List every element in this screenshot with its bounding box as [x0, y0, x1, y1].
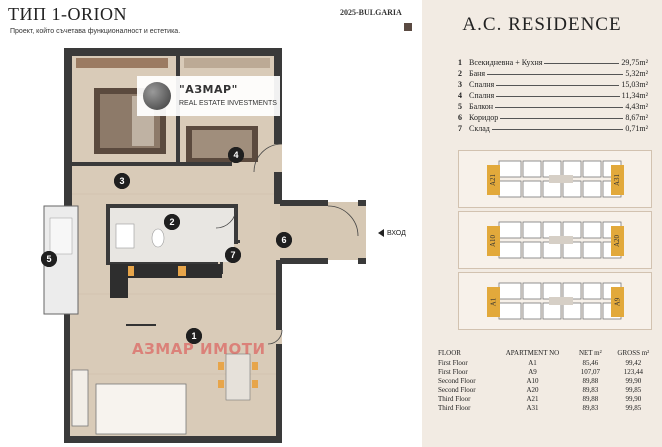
unit-tag: A21 — [487, 165, 500, 195]
unit-tag: A9 — [611, 287, 624, 317]
room-number-6: 6 — [276, 232, 292, 248]
room-number-7: 7 — [225, 247, 241, 263]
apartment-table: FLOOR APARTMENT NO NET m² GROSS m² First… — [436, 348, 658, 412]
room-number-4: 4 — [228, 147, 244, 163]
room-number-5: 5 — [41, 251, 57, 267]
column-header: FLOOR — [438, 349, 461, 357]
building-plan-middle: A10 A20 — [458, 211, 652, 269]
wardrobe-room-4 — [184, 58, 270, 68]
toilet — [151, 228, 165, 248]
kitchen-counter — [110, 264, 222, 278]
arrow-left-icon — [378, 229, 384, 237]
floor-corridor — [280, 202, 366, 260]
table-header-row: FLOOR APARTMENT NO NET m² GROSS m² — [436, 348, 658, 358]
floor-plan-panel: ТИП 1-ORION Проект, който съчетава функц… — [8, 4, 412, 443]
room-number-3: 3 — [114, 173, 130, 189]
unit-tag: A1 — [487, 287, 500, 317]
room-number-1: 1 — [186, 328, 202, 344]
brand-mark-square — [404, 23, 412, 31]
wardrobe-room-3 — [76, 58, 168, 68]
entrance-marker: ВХОД — [378, 229, 406, 237]
tv-stand — [126, 324, 156, 326]
column-header: GROSS m² — [617, 349, 650, 357]
unit-tag: A20 — [611, 226, 624, 256]
unit-tag: A31 — [611, 165, 624, 195]
column-header: NET m² — [578, 349, 602, 357]
watermark-text: АЗМАР ИМОТИ — [132, 340, 266, 358]
building-plan-top: A21 A31 — [458, 150, 652, 208]
entrance-label: ВХОД — [387, 229, 406, 237]
building-plan-bottom: A1 A9 — [458, 272, 652, 330]
brand-label: 2025-BULGARIA — [340, 8, 402, 17]
room-number-2: 2 — [164, 214, 180, 230]
globe-icon — [143, 82, 171, 110]
armchair — [71, 369, 89, 427]
unit-tag: A10 — [487, 226, 500, 256]
logo-tagline: REAL ESTATE INVESTMENTS — [179, 100, 277, 107]
page-subtitle: Проект, който съчетава функционалност и … — [10, 28, 181, 35]
dining-table — [225, 353, 251, 401]
company-logo: "АЗМАР" REAL ESTATE INVESTMENTS — [137, 76, 280, 116]
column-header: APARTMENT NO — [505, 349, 560, 357]
page-title: ТИП 1-ORION — [8, 4, 127, 24]
logo-company-name: "АЗМАР" — [179, 83, 238, 96]
residence-title: A.C. RESIDENCE — [462, 14, 622, 35]
shower — [115, 223, 135, 249]
sofa — [95, 383, 187, 435]
